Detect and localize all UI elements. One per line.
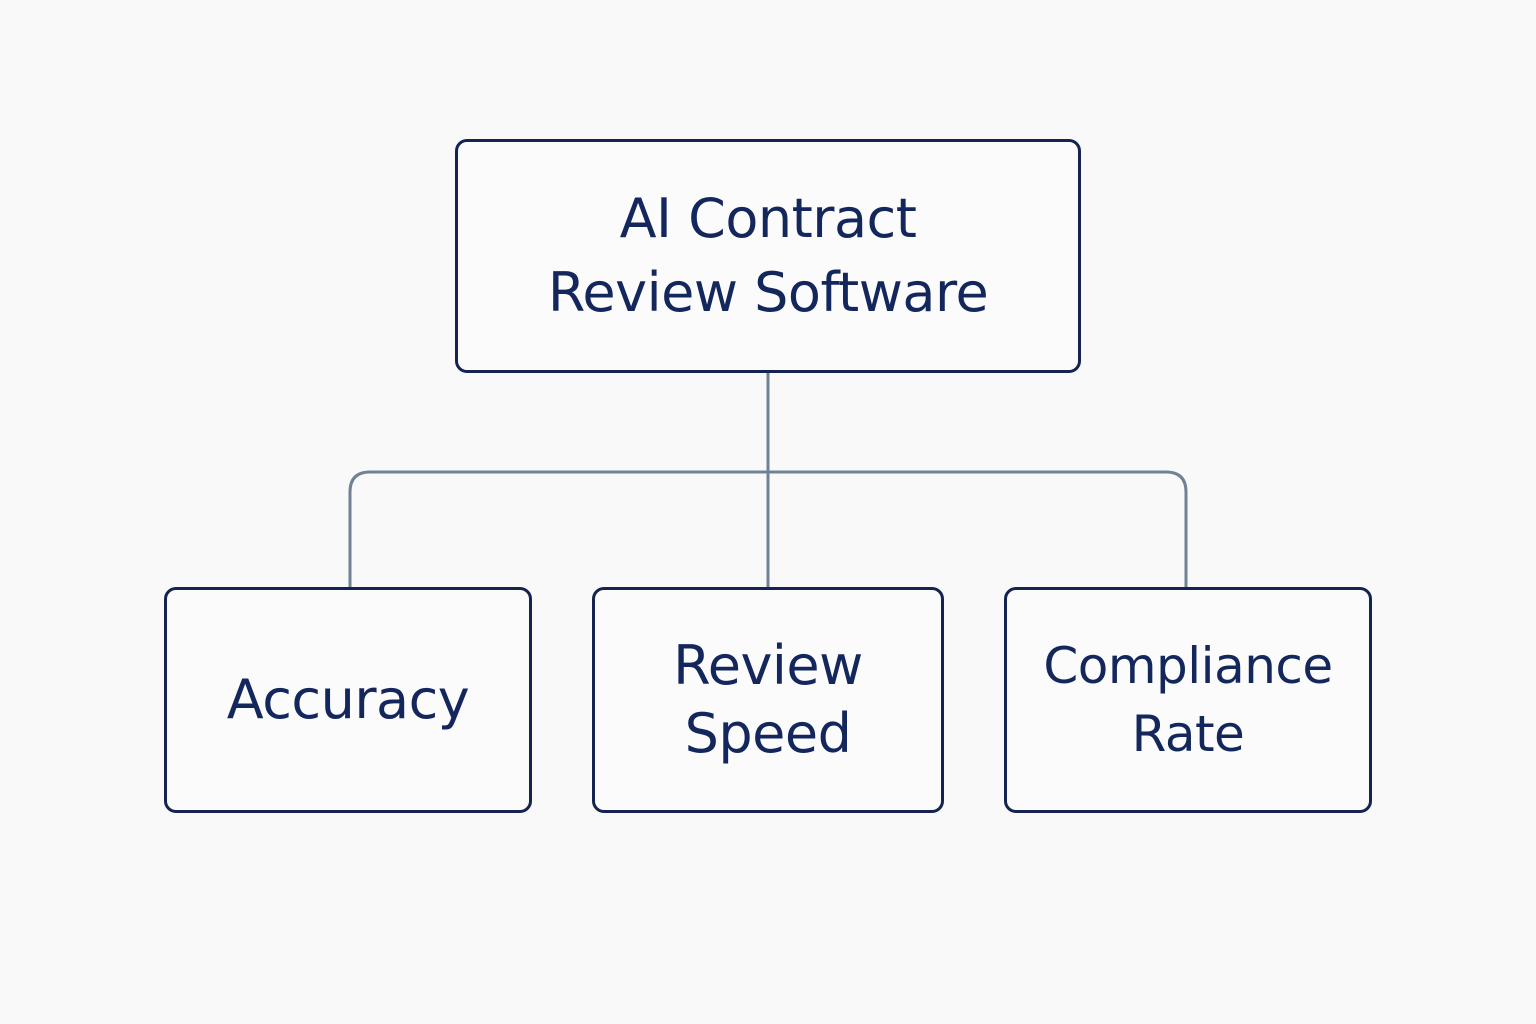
- connector-horizontal-bar: [348, 470, 1188, 587]
- child-node-review-speed: Review Speed: [592, 587, 944, 813]
- child-node-compliance-rate: Compliance Rate: [1004, 587, 1372, 813]
- root-node-label: AI Contract Review Software: [547, 187, 989, 324]
- child-node-accuracy: Accuracy: [164, 587, 532, 813]
- child-node-label: Compliance Rate: [1043, 637, 1333, 763]
- child-node-label: Review Speed: [673, 634, 863, 765]
- root-node: AI Contract Review Software: [455, 139, 1081, 373]
- child-node-label: Accuracy: [226, 668, 470, 731]
